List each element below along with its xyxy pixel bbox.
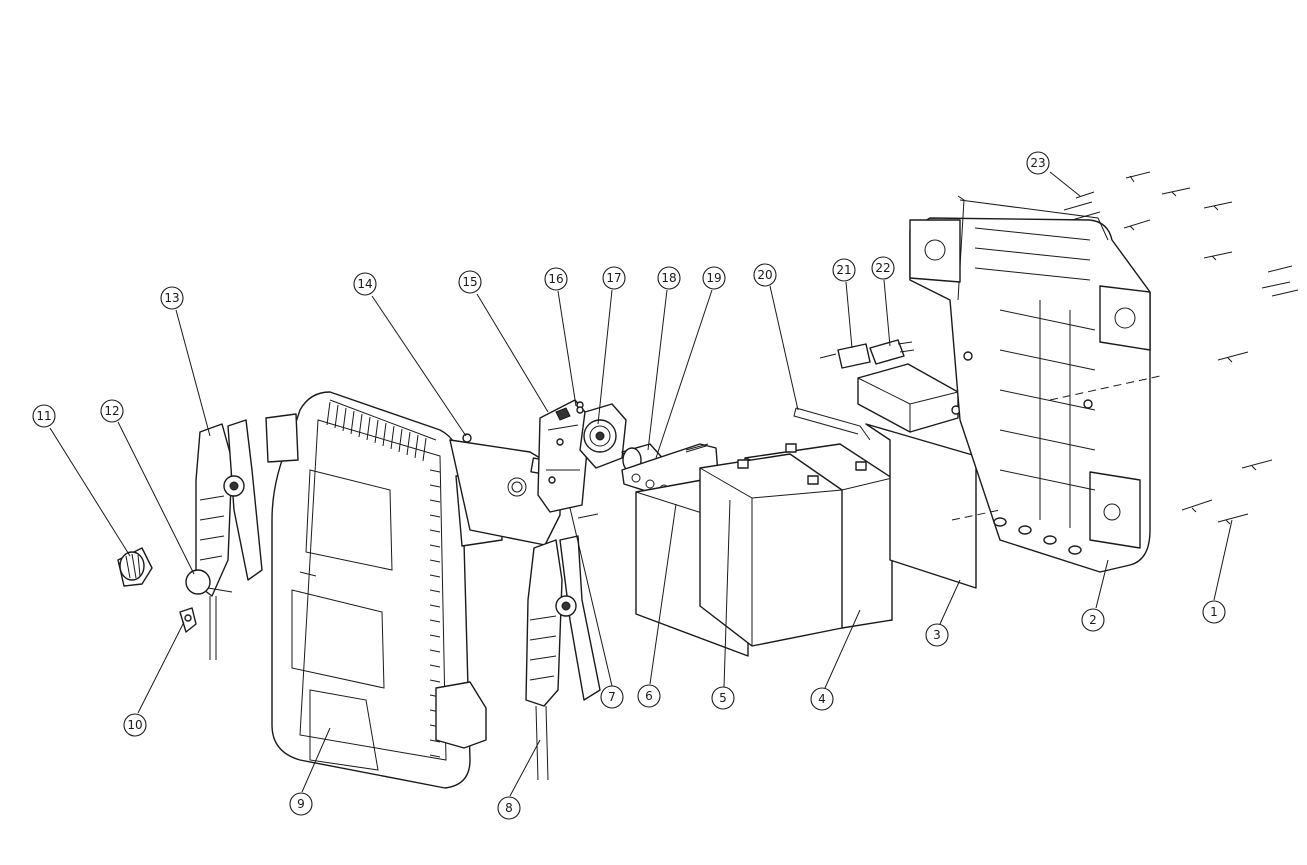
callout-18: 18 (657, 266, 681, 290)
callout-4: 4 (810, 687, 834, 711)
svg-text:23: 23 (1030, 156, 1045, 170)
svg-text:22: 22 (875, 261, 890, 275)
clamp-left (195, 419, 263, 660)
cable-clip (179, 607, 197, 633)
callout-16: 16 (544, 267, 568, 291)
callout-12: 12 (100, 399, 124, 423)
svg-text:15: 15 (462, 275, 477, 289)
callout-20: 20 (753, 263, 777, 287)
svg-text:16: 16 (548, 272, 563, 286)
callout-8: 8 (497, 796, 521, 820)
callout-2: 2 (1081, 608, 1105, 632)
callout-19: 19 (702, 266, 726, 290)
fan-motor (576, 403, 627, 469)
callout-3: 3 (925, 623, 949, 647)
charger-module (837, 339, 961, 433)
svg-text:7: 7 (608, 690, 616, 704)
svg-text:6: 6 (645, 689, 653, 703)
svg-text:17: 17 (606, 271, 621, 285)
callout-22: 22 (871, 256, 895, 280)
svg-text:14: 14 (357, 277, 372, 291)
callout-9: 9 (289, 792, 313, 816)
svg-text:9: 9 (297, 797, 305, 811)
callout-15: 15 (458, 270, 482, 294)
wire-bracket (793, 407, 871, 441)
cable-grommet (185, 569, 233, 595)
svg-text:21: 21 (836, 263, 851, 277)
svg-text:1: 1 (1210, 605, 1218, 619)
separator-plate (865, 423, 977, 589)
callout-13: 13 (160, 286, 184, 310)
leader-lines (49, 171, 1233, 797)
clamp-right (525, 535, 601, 781)
svg-text:12: 12 (104, 404, 119, 418)
knob-cap (117, 547, 153, 587)
svg-text:5: 5 (719, 691, 727, 705)
svg-text:2: 2 (1089, 613, 1097, 627)
callout-7: 7 (600, 685, 624, 709)
callout-17: 17 (602, 266, 626, 290)
control-panel (449, 433, 561, 546)
callout-10: 10 (123, 713, 147, 737)
callout-5: 5 (711, 686, 735, 710)
callout-21: 21 (832, 258, 856, 282)
svg-text:10: 10 (127, 718, 142, 732)
svg-text:3: 3 (933, 628, 941, 642)
svg-text:19: 19 (706, 271, 721, 285)
svg-text:13: 13 (164, 291, 179, 305)
screws (577, 171, 1299, 525)
callout-6: 6 (637, 684, 661, 708)
callout-14: 14 (353, 272, 377, 296)
circuit-board (537, 399, 591, 513)
svg-text:4: 4 (818, 692, 826, 706)
battery-pack (699, 443, 893, 647)
callout-23: 23 (1026, 151, 1050, 175)
rear-housing (909, 195, 1161, 573)
svg-text:8: 8 (505, 801, 513, 815)
svg-text:11: 11 (36, 409, 51, 423)
callout-1: 1 (1202, 600, 1226, 624)
svg-text:18: 18 (661, 271, 676, 285)
svg-text:20: 20 (757, 268, 772, 282)
callout-11: 11 (32, 404, 56, 428)
